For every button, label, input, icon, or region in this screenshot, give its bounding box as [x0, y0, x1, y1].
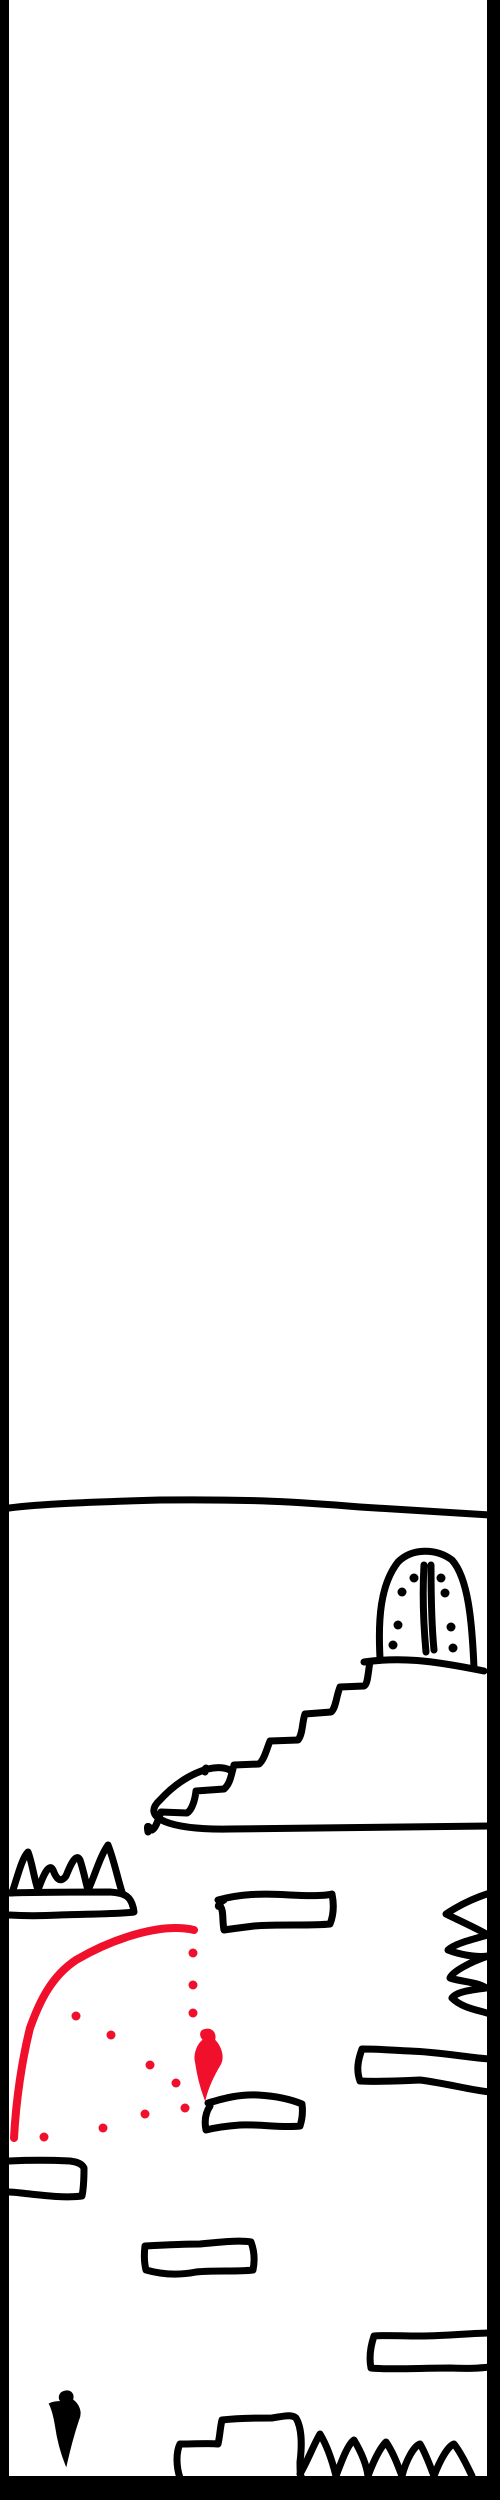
floating-platform [366, 2329, 494, 2373]
trajectory-dots [39, 1948, 198, 2142]
horizon-line [5, 1496, 494, 1519]
door-dots [388, 1573, 458, 1653]
floating-platform [214, 1890, 337, 1934]
npc-character[interactable] [48, 2390, 81, 2468]
floating-platform [201, 2091, 306, 2134]
spikes-hazard[interactable] [8, 1841, 126, 1897]
play-area[interactable] [9, 0, 487, 2476]
door-arch [375, 1547, 478, 1672]
jump-arc [10, 1924, 198, 2142]
door-divider [427, 1561, 438, 1654]
floating-platform [354, 2045, 494, 2096]
floating-platform [140, 2237, 258, 2278]
floating-platform [5, 2156, 88, 2201]
wall-spikes-hazard[interactable] [442, 1889, 494, 2018]
player-character[interactable] [194, 2028, 223, 2102]
ground-platform [173, 2412, 306, 2482]
staircase-platform [144, 1656, 494, 1836]
ground-spikes-hazard[interactable] [296, 2430, 476, 2480]
ledge-platform [5, 1888, 138, 1920]
door-divider [419, 1561, 430, 1656]
exit-door[interactable] [375, 1547, 478, 1672]
